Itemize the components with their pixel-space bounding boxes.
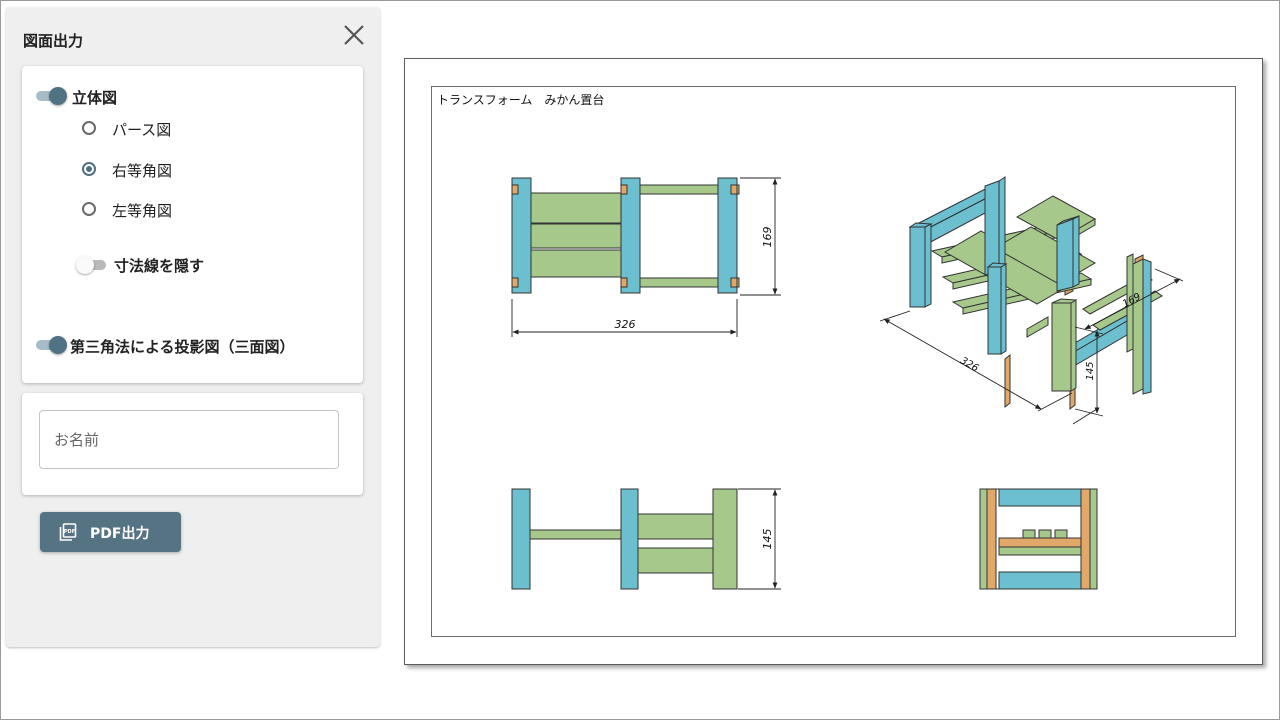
drawing-sheet: トランスフォーム みかん置台 xyxy=(404,58,1263,665)
drawing-title: トランスフォーム みかん置台 xyxy=(437,93,605,107)
radio-right-isometric[interactable] xyxy=(82,162,96,176)
pdf-output-label: PDF出力 xyxy=(90,526,150,542)
drawing-border: トランスフォーム みかん置台 xyxy=(431,86,1236,637)
dimension-iso-height: 145 xyxy=(1085,361,1096,380)
solid-view-label: 立体図 xyxy=(72,89,118,107)
pdf-output-button[interactable]: PDF PDF出力 xyxy=(40,512,181,552)
svg-text:PDF: PDF xyxy=(64,529,75,535)
radio-left-isometric[interactable] xyxy=(82,202,96,216)
dimension-lines xyxy=(511,177,1184,590)
front-view xyxy=(511,488,738,590)
drawing-canvas: 326 169 145 326 169 145 xyxy=(511,176,1184,590)
dimension-iso-width: 326 xyxy=(958,355,980,374)
panel-title: 図面出力 xyxy=(23,32,84,50)
third-angle-projection-toggle[interactable] xyxy=(36,336,67,354)
dimension-top-width: 326 xyxy=(615,318,636,331)
pdf-file-icon: PDF xyxy=(59,523,77,541)
close-icon[interactable] xyxy=(340,21,368,49)
radio-right-isometric-label: 右等角図 xyxy=(112,162,173,180)
drawing-output-panel: 図面出力 立体図 パース図 右等角図 左等角図 寸法線を隠す 第三角法による投影… xyxy=(6,7,380,647)
solid-view-toggle[interactable] xyxy=(36,87,67,105)
hide-dimensions-label: 寸法線を隠す xyxy=(114,257,205,275)
dimension-side-height: 145 xyxy=(761,529,774,550)
isometric-view xyxy=(908,176,1163,411)
radio-perspective-label: パース図 xyxy=(112,121,172,139)
hide-dimensions-toggle[interactable] xyxy=(76,256,108,274)
radio-left-isometric-label: 左等角図 xyxy=(112,202,173,220)
top-view xyxy=(511,177,740,294)
options-card: 立体図 パース図 右等角図 左等角図 寸法線を隠す 第三角法による投影図（三面図… xyxy=(22,66,363,383)
radio-perspective[interactable] xyxy=(82,121,96,135)
dimension-top-depth: 169 xyxy=(761,227,774,248)
name-input[interactable] xyxy=(39,410,339,469)
side-view xyxy=(979,488,1098,590)
third-angle-projection-label: 第三角法による投影図（三面図） xyxy=(70,338,295,356)
name-card xyxy=(22,393,363,495)
